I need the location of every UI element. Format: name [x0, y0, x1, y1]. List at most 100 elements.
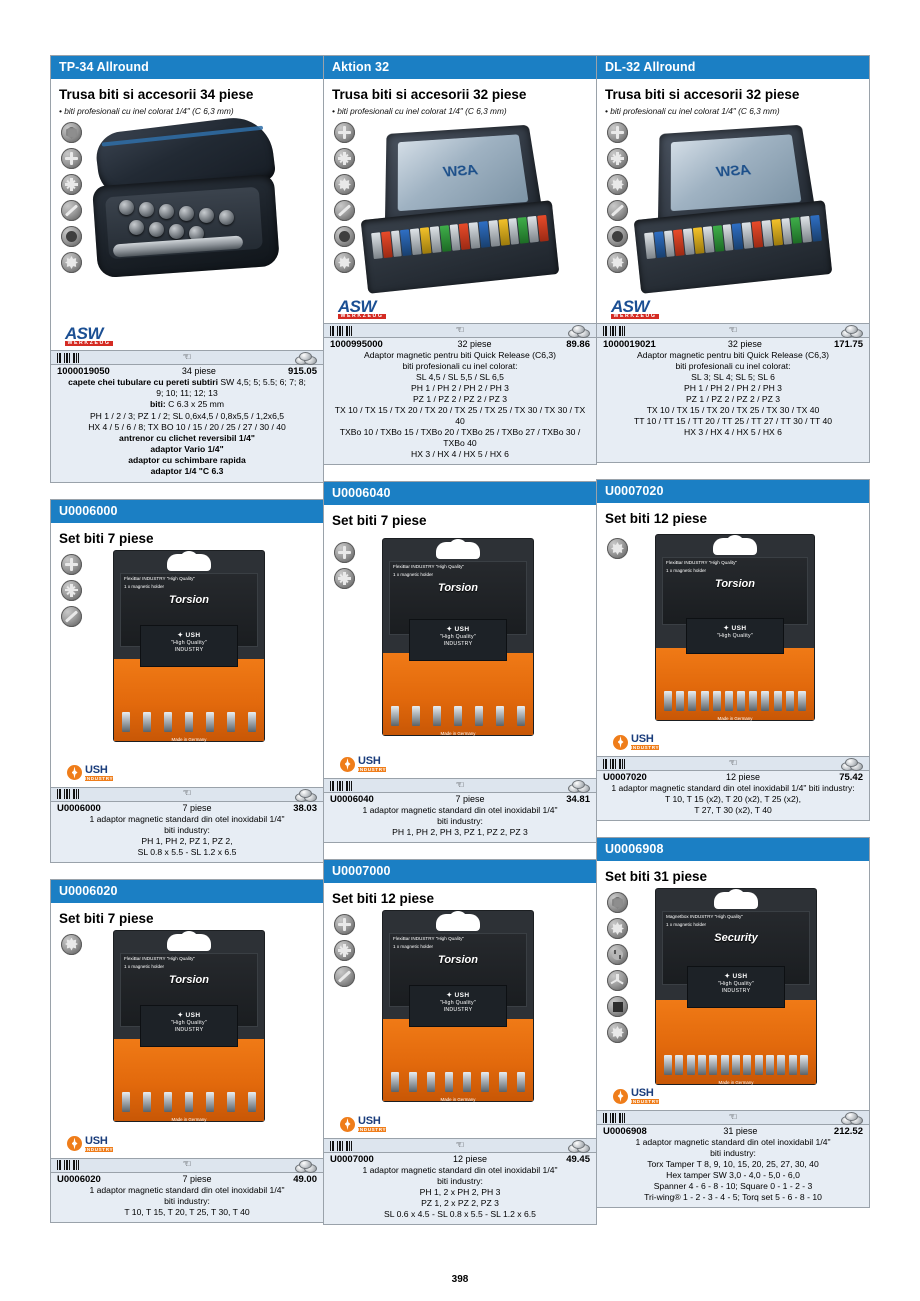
product-card-u0007000[interactable]: U0007000 Set biti 12 piese FlexiBar INDU… [323, 859, 597, 1225]
spec-line: Adaptor magnetic pentru biti Quick Relea… [363, 350, 557, 360]
product-title: Trusa biti si accesorii 32 piese [332, 87, 527, 102]
spec-line: 1 adaptor magnetic standard din otel ino… [362, 1165, 558, 1175]
hand-icon: ☜ [728, 757, 738, 769]
spec-line: Adaptor magnetic pentru biti Quick Relea… [636, 350, 830, 360]
piece-count: 12 piese [453, 1154, 488, 1164]
photo-label-ush: ✦ USH [446, 626, 470, 633]
case-photo [89, 118, 285, 293]
spec-row: U0007020 12 piese 75.42 [597, 771, 869, 783]
product-code: 1000019050 [57, 366, 110, 377]
torx-icon [607, 174, 628, 195]
product-card-u0007020[interactable]: U0007020 Set biti 12 piese FlexiBar INDU… [596, 479, 870, 821]
spec-line: biti industry: [164, 1195, 210, 1206]
barcode-icon [603, 1112, 625, 1123]
photo-label-ush: ✦ USH [177, 631, 201, 639]
hand-icon: ☜ [728, 1111, 738, 1123]
price: 212.52 [833, 1126, 863, 1137]
coins-icon [568, 780, 590, 793]
spec-detail: 1 adaptor magnetic standard din otel ino… [51, 1184, 323, 1222]
piece-count: 7 piese [182, 1173, 212, 1184]
spec-line: adaptor cu schimbare rapida [128, 455, 246, 466]
product-title: Set biti 7 piese [332, 513, 427, 528]
spec-line: SL 3; SL 4; SL 5; SL 6 [691, 372, 775, 382]
spec-line: biti industry: [437, 816, 483, 826]
barcode-icon [57, 1160, 79, 1171]
photo-label-magnetbox: Magnetbox INDUSTRY "High Quality" [666, 914, 743, 919]
photo-label-flexibar: FlexiBar INDUSTRY "High Quality" [393, 564, 464, 569]
bit-type-icon-list [607, 538, 631, 559]
spec-bar: ☜ [324, 1138, 596, 1153]
spec-line: HX 3 / HX 4 / HX 5 / HX 6 [684, 427, 782, 437]
product-card-tp34[interactable]: TP-34 Allround Trusa biti si accesorii 3… [50, 55, 324, 483]
product-title: Set biti 12 piese [605, 511, 708, 526]
pozidriv-icon [61, 174, 82, 195]
piece-count: 34 piese [181, 366, 216, 376]
photo-label-industry: INDUSTRY [174, 1026, 204, 1033]
spec-line: biti industry: [710, 1148, 756, 1158]
barcode-icon [330, 1140, 352, 1151]
torq-set-icon [607, 1022, 628, 1043]
piece-count: 7 piese [455, 794, 485, 804]
photo-label-torsion: Torsion [438, 954, 478, 967]
photo-label-holder: 1 x magnetic holder [124, 963, 165, 969]
spec-line: TX 10 / TX 15 / TX 20 / TX 20 / TX 25 / … [334, 405, 586, 426]
photo-label-industry: INDUSTRY [721, 988, 751, 994]
product-card-u0006000[interactable]: U0006000 Set biti 7 piese FlexiBar INDUS… [50, 498, 324, 863]
blister-pack-photo: FlexiBar INDUSTRY "High Quality" 1 x mag… [113, 549, 265, 742]
phillips-icon [334, 914, 355, 935]
column-middle: Aktion 32 Trusa biti si accesorii 32 pie… [323, 55, 597, 1239]
hex-socket-icon [61, 122, 82, 143]
spec-detail: 1 adaptor magnetic standard din otel ino… [597, 1137, 869, 1207]
slotted-icon [334, 966, 355, 987]
pozidriv-icon [607, 148, 628, 169]
piece-count: 12 piese [726, 772, 761, 782]
bit-type-icon-list [607, 892, 631, 1043]
spec-detail: 1 adaptor magnetic standard din otel ino… [324, 1165, 596, 1224]
slotted-icon [61, 200, 82, 221]
spec-line: 1 adaptor magnetic standard din otel ino… [635, 1137, 831, 1147]
product-title: Set biti 12 piese [332, 891, 435, 906]
product-card-u0006040[interactable]: U0006040 Set biti 7 piese FlexiBar INDUS… [323, 481, 597, 843]
photo-label-industry: INDUSTRY [174, 646, 204, 653]
price: 75.42 [839, 772, 863, 783]
torx-star-icon [334, 252, 355, 273]
spec-row: 1000995000 32 piese 89.86 [324, 338, 596, 350]
product-image-u0006020: FlexiBar INDUSTRY "High Quality" 1 x mag… [59, 929, 315, 1158]
tri-wing-icon [607, 970, 628, 991]
spec-line: TT 10 / TT 15 / TT 20 / TT 25 / TT 27 / … [633, 416, 833, 426]
photo-label-asw-glass: ASW [716, 161, 752, 181]
product-image-u0006908: Magnetbox INDUSTRY "High Quality" 1 x ma… [605, 888, 861, 1110]
spec-line: HX 3 / HX 4 / HX 5 / HX 6 [411, 449, 509, 459]
photo-label-hq: "High Quality" [439, 634, 477, 640]
spec-line: PZ 1 / PZ 2 / PZ 2 / PZ 3 [685, 394, 781, 404]
photo-label-security: Security [714, 932, 758, 945]
product-image-u0007020: FlexiBar INDUSTRY "High Quality" 1 x mag… [605, 534, 861, 756]
card-header-u0006000: U0006000 [51, 499, 323, 523]
product-card-aktion32[interactable]: Aktion 32 Trusa biti si accesorii 32 pie… [323, 55, 597, 465]
photo-label-flexibar: FlexiBar INDUSTRY "High Quality" [124, 955, 195, 961]
spec-row: U0006040 7 piese 34.81 [324, 793, 596, 805]
photo-label-flexibar: FlexiBar INDUSTRY "High Quality" [393, 936, 464, 941]
product-card-u0006020[interactable]: U0006020 Set biti 7 piese FlexiBar INDUS… [50, 878, 324, 1223]
product-card-u0006908[interactable]: U0006908 Set biti 31 piese [596, 837, 870, 1208]
photo-label-ush: ✦ USH [723, 625, 747, 632]
photo-label-ush: ✦ USH [446, 992, 470, 999]
torx-icon [334, 174, 355, 195]
photo-label-hq: "High Quality" [170, 639, 208, 646]
product-card-dl32[interactable]: DL-32 Allround Trusa biti si accesorii 3… [596, 55, 870, 463]
open-case-photo: ASW [631, 118, 836, 313]
ush-mark-icon [67, 1136, 82, 1152]
spec-line: T 27, T 30 (x2), T 40 [694, 805, 772, 815]
piece-count: 7 piese [182, 802, 212, 813]
photo-label-holder: 1 x magnetic holder [666, 922, 707, 928]
product-title: Trusa biti si accesorii 34 piese [59, 87, 254, 102]
torx-icon [607, 538, 628, 559]
photo-label-hq: "High Quality" [439, 1000, 477, 1006]
product-subtitle: • biti profesionali cu inel colorat 1/4"… [605, 106, 780, 116]
spec-line: SL 4,5 / SL 5,5 / SL 6,5 [416, 372, 504, 382]
spec-detail: 1 adaptor magnetic standard din otel ino… [597, 783, 869, 820]
barcode-icon [330, 780, 352, 791]
